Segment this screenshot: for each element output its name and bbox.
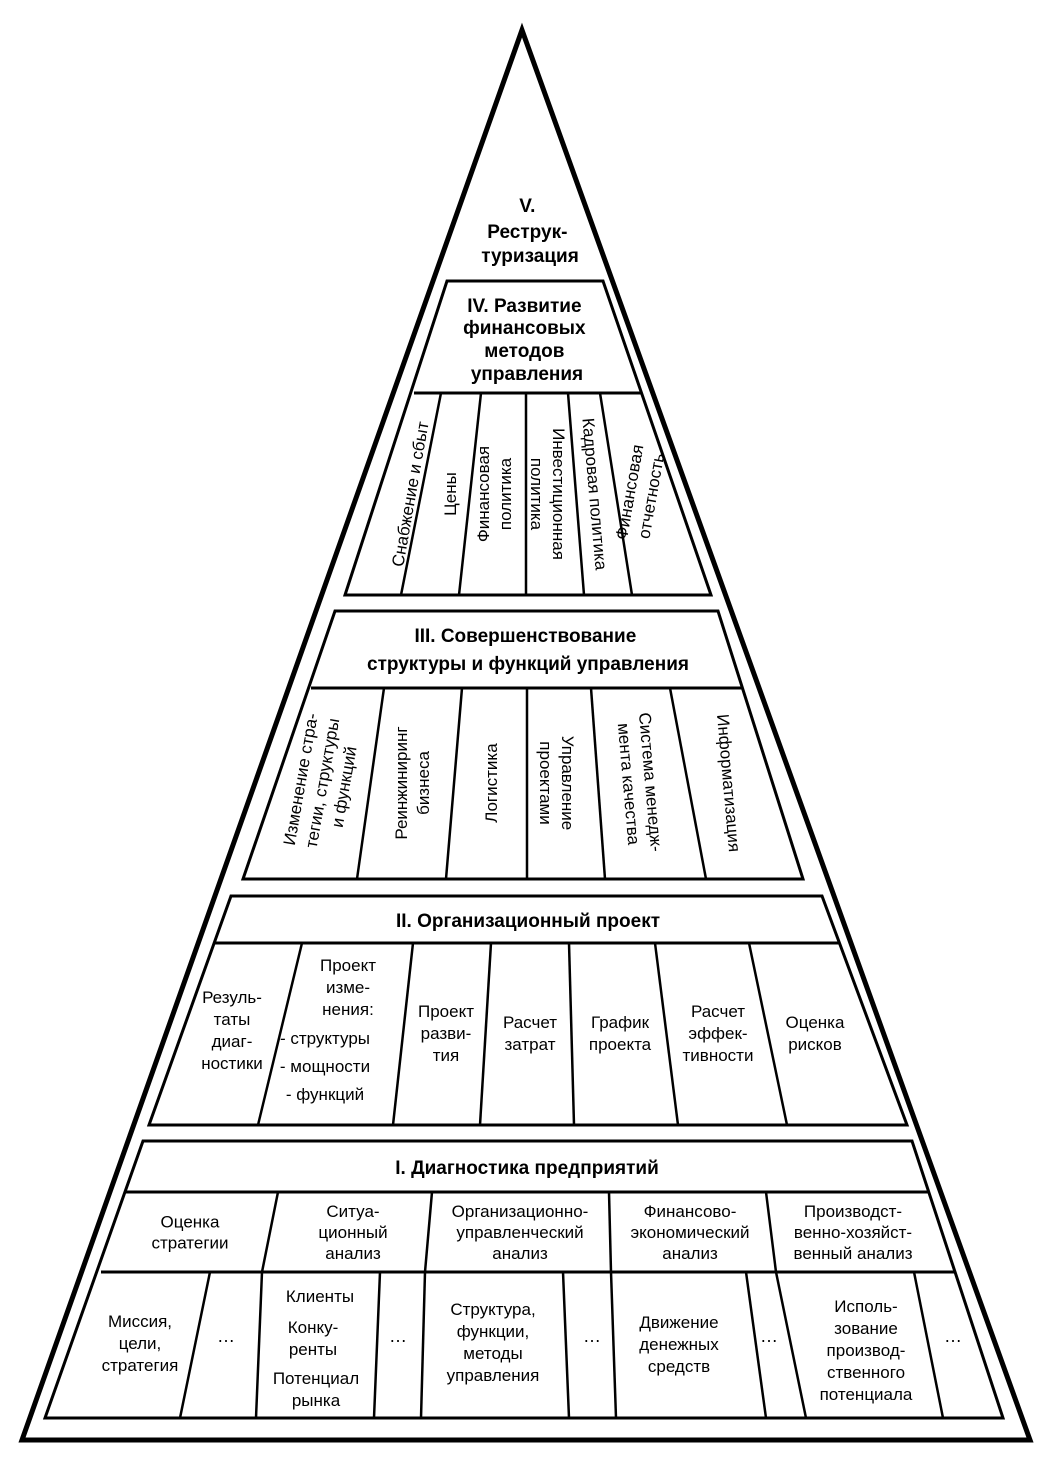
level-2-change-item: - структуры [280, 1029, 370, 1048]
level-4-item: Инвестиционнаяполитика [528, 428, 569, 560]
level-1-detail-col-divider [774, 1271, 808, 1419]
level-3-title: III. Совершенствование структуры и функц… [367, 626, 689, 675]
level-1-detail-col-divider [254, 1271, 264, 1419]
level-1-detail-col-divider [609, 1271, 618, 1419]
level-1-detail-col-divider [744, 1271, 768, 1419]
level-1-header-col-divider [764, 1191, 778, 1273]
level-1-detail-col-divider [178, 1271, 212, 1419]
level-2-change-item: - функций [286, 1085, 364, 1104]
level-2-col-divider [478, 942, 493, 1126]
level-3-col-divider [668, 687, 708, 880]
level-1-title: I. Диагностика предприятий [395, 1158, 659, 1179]
level-1-detail-col-divider [912, 1271, 945, 1419]
level-1-frame [42, 1139, 1006, 1420]
level-1-ellipsis: … [217, 1326, 235, 1346]
level-1-detail-col-divider [561, 1271, 571, 1419]
level-4-col-divider [457, 392, 483, 596]
level-2-col-divider [567, 942, 576, 1126]
level-3-frame [240, 609, 806, 881]
level-2-col-divider [256, 942, 304, 1126]
level-1-header: Производст-венно-хозяйст-венный анализ [793, 1202, 912, 1263]
level-2-frame [146, 894, 910, 1127]
level-4-frame [342, 279, 714, 597]
level-3-item: Система менедж-мента качества [613, 712, 666, 855]
level-3-item: Информатизация [714, 713, 745, 852]
level-3: III. Совершенствование структуры и функц… [240, 609, 806, 881]
level-2-col-divider [747, 942, 789, 1126]
level-1-ellipsis: … [389, 1326, 407, 1346]
level-1-detail-clients: Клиенты [286, 1287, 354, 1306]
level-1-detail-col-divider [419, 1271, 427, 1419]
level-1-header-col-divider [423, 1191, 434, 1273]
level-2-col-divider [391, 942, 415, 1126]
level-4-item: Финансоваяотчетность [611, 443, 668, 545]
level-4-title: IV. Развитие финансовых методов управлен… [463, 296, 591, 385]
level-3-col-divider [444, 687, 464, 880]
level-4-col-divider [598, 392, 634, 596]
level-3-item: Управлениепроектами [537, 736, 578, 831]
level-4-col-divider [399, 392, 443, 596]
level-4-item: Цены [441, 472, 460, 516]
level-5: V. Реструк- туризация [481, 196, 579, 267]
level-1-header-col-divider [260, 1191, 280, 1273]
level-1-header-col-divider [607, 1191, 613, 1273]
level-4-col-divider [566, 392, 586, 596]
pyramid-outline [18, 22, 1034, 1443]
level-1-ellipsis: … [944, 1326, 962, 1346]
level-2-change-item: - мощности [280, 1057, 370, 1076]
level-4: IV. Развитие финансовых методов управлен… [342, 279, 714, 597]
level-2-col-divider [653, 942, 680, 1126]
level-3-item: Логистика [482, 743, 501, 823]
level-1-ellipsis: … [760, 1326, 778, 1346]
level-2-title: II. Организационный проект [396, 911, 660, 932]
level-1-ellipsis: … [583, 1326, 601, 1346]
level-5-title: V. Реструк- туризация [481, 196, 579, 267]
level-3-col-divider [355, 687, 386, 880]
level-1-detail-strategy: Миссия,цели,стратегия [102, 1312, 179, 1375]
level-1-detail-competitors: Конку-ренты [288, 1318, 339, 1359]
level-1-detail-col-divider [372, 1271, 382, 1419]
level-3-col-divider [589, 687, 607, 880]
